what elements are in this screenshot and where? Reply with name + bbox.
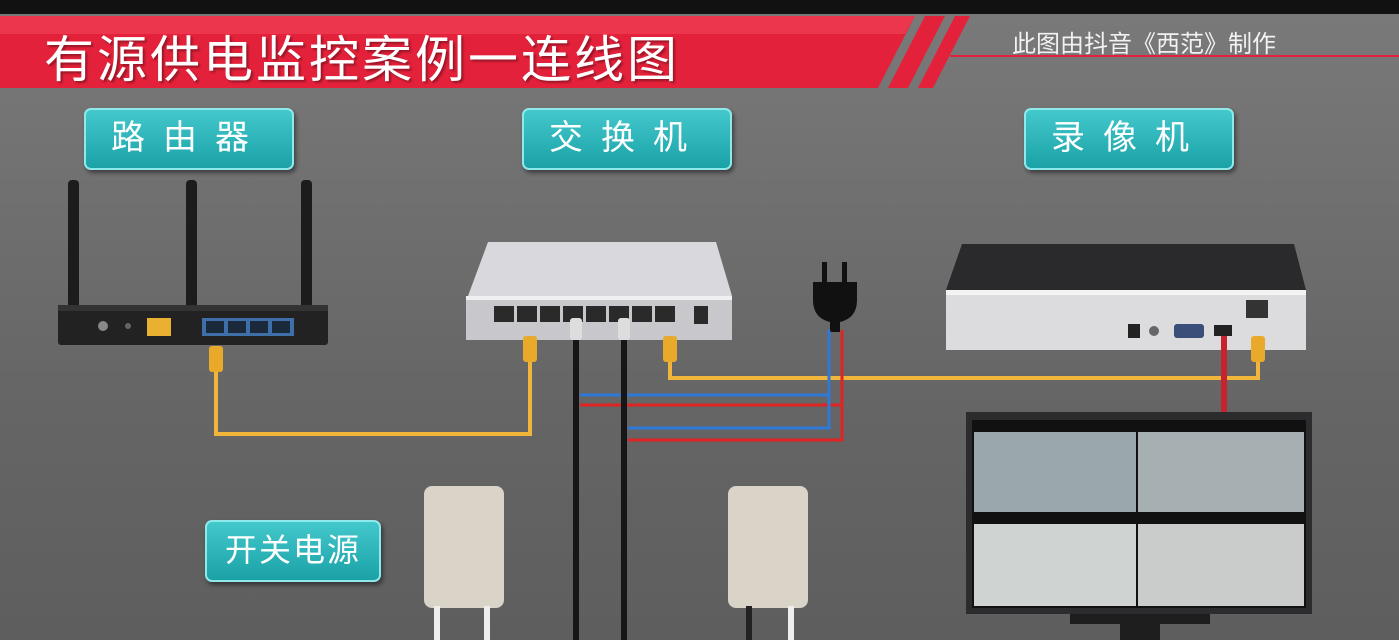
camera-icon [424,486,504,640]
title-banner [0,16,1399,88]
top-black-bar [0,0,1399,14]
camera-icon [728,486,808,640]
label-power: 开关电源 [205,520,381,582]
nvr-recorder-icon [946,244,1306,350]
power-plug-icon [813,262,857,332]
power-wires [580,330,844,442]
network-switch-icon [466,242,732,340]
rj45-connectors [209,336,1265,372]
label-switch: 交换机 [522,108,732,170]
credit-text: 此图由抖音《西范》制作 [1012,30,1276,58]
wifi-router-icon [58,180,328,345]
camera-connectors [570,318,630,340]
page-title: 有源供电监控案例一连线图 [44,31,680,89]
label-nvr: 录像机 [1024,108,1234,170]
monitor-icon [966,412,1312,640]
label-router: 路由器 [84,108,294,170]
camera-cables [573,336,627,640]
